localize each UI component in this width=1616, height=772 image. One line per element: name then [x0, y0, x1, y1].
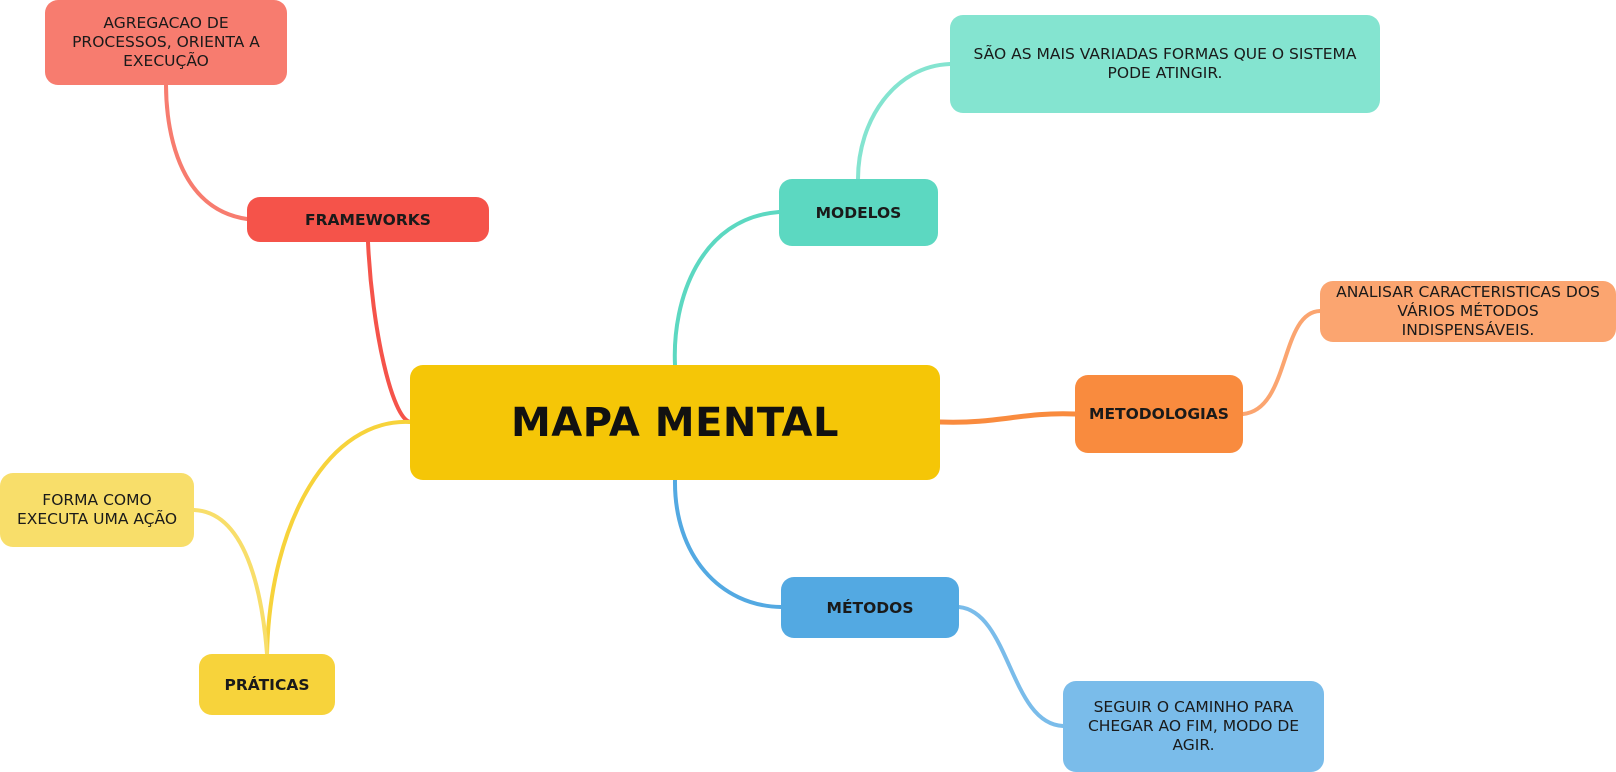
topic-modelos[interactable]: MODELOS	[779, 179, 938, 246]
connector-central-frameworks	[366, 240, 412, 424]
topic-metodologias[interactable]: METODOLOGIAS	[1075, 375, 1243, 453]
subtopic-modelos[interactable]: SÃO AS MAIS VARIADAS FORMAS QUE O SISTEM…	[950, 15, 1380, 113]
subtopic-metodologias[interactable]: ANALISAR CARACTERISTICAS DOS VÁRIOS MÉTO…	[1320, 281, 1616, 342]
subtopic-praticas-text: FORMA COMO EXECUTA UMA AÇÃO	[16, 491, 178, 528]
connector-metodos-leaf	[957, 605, 1065, 728]
connector-metodologias-leaf	[1241, 309, 1322, 416]
subtopic-metodologias-text: ANALISAR CARACTERISTICAS DOS VÁRIOS MÉTO…	[1336, 283, 1600, 339]
connector-central-metodologias	[937, 411, 1078, 425]
topic-frameworks-label: FRAMEWORKS	[305, 210, 431, 229]
connector-central-metodos	[672, 478, 783, 609]
topic-metodos[interactable]: MÉTODOS	[781, 577, 959, 638]
topic-modelos-label: MODELOS	[815, 203, 902, 222]
connector-central-praticas	[265, 419, 412, 656]
subtopic-modelos-text: SÃO AS MAIS VARIADAS FORMAS QUE O SISTEM…	[973, 45, 1357, 82]
connector-central-modelos	[672, 210, 781, 367]
topic-metodologias-label: METODOLOGIAS	[1089, 405, 1229, 423]
topic-praticas[interactable]: PRÁTICAS	[199, 654, 335, 715]
topic-metodos-label: MÉTODOS	[826, 598, 914, 617]
topic-frameworks[interactable]: FRAMEWORKS	[247, 197, 489, 242]
central-topic-label: MAPA MENTAL	[510, 399, 840, 446]
central-topic[interactable]: MAPA MENTAL	[410, 365, 940, 480]
subtopic-frameworks-text: AGREGACAO DE PROCESSOS, ORIENTA A EXECUÇ…	[72, 14, 260, 70]
subtopic-frameworks[interactable]: AGREGACAO DE PROCESSOS, ORIENTA A EXECUÇ…	[45, 0, 287, 85]
subtopic-metodos[interactable]: SEGUIR O CAMINHO PARA CHEGAR AO FIM, MOD…	[1063, 681, 1324, 772]
subtopic-metodos-text: SEGUIR O CAMINHO PARA CHEGAR AO FIM, MOD…	[1087, 698, 1300, 754]
subtopic-praticas[interactable]: FORMA COMO EXECUTA UMA AÇÃO	[0, 473, 194, 547]
connector-frameworks-leaf	[164, 83, 249, 221]
topic-praticas-label: PRÁTICAS	[224, 675, 310, 694]
connector-modelos-leaf	[856, 62, 952, 181]
connector-praticas-leaf	[192, 508, 269, 656]
